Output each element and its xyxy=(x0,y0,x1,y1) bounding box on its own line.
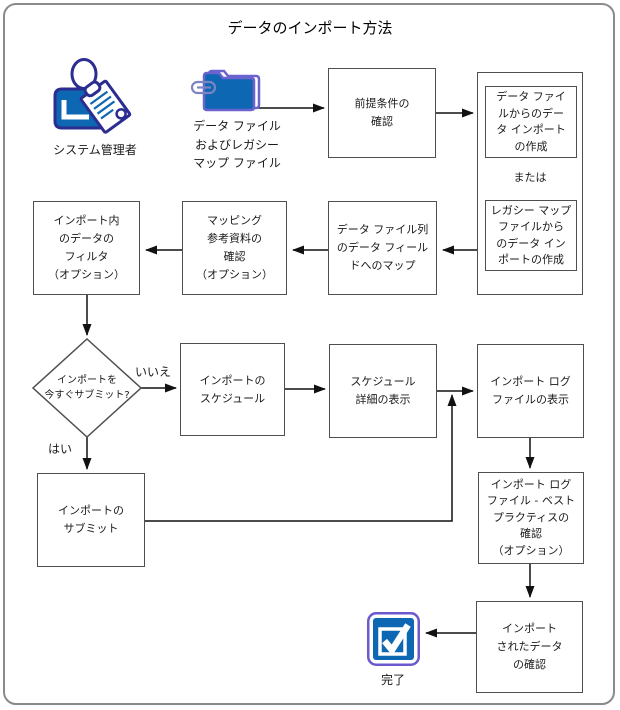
branch-yes-label: はい xyxy=(47,441,72,456)
done-label: 完了 xyxy=(380,672,405,687)
step-create-from-data-file: データ ファイ ルからのデー タ インポート の作成 xyxy=(485,86,577,158)
files-label: データ ファイル およびレガシー マップ ファイル xyxy=(193,119,281,171)
step-submit-import: インポートの サブミット xyxy=(37,473,145,567)
or-label: または xyxy=(513,171,547,184)
diagram-title: データのインポート方法 xyxy=(227,19,393,37)
admin-label: システム管理者 xyxy=(53,142,137,157)
branch-no-label: いいえ xyxy=(134,364,171,379)
folder-paperclip-icon xyxy=(190,69,261,112)
decision-diamond-shape xyxy=(31,337,143,439)
step-prerequisites: 前提条件の 確認 xyxy=(328,68,436,158)
diagram-border xyxy=(3,3,615,705)
step-view-log-file: インポート ログ ファイルの表示 xyxy=(477,344,584,438)
done-checkbox-icon xyxy=(367,612,420,666)
step-review-mapping: マッピング 参考資料の 確認 （オプション） xyxy=(182,201,287,295)
step-verify-imported-data: インポート されたデータ の確認 xyxy=(476,601,583,693)
step-filter-data: インポート内 のデータの フィルタ （オプション） xyxy=(33,201,140,295)
decision-submit-now-label: インポートを 今すぐサブミット? xyxy=(44,375,130,401)
step-create-from-legacy-map: レガシー マップ ファイルから のデータ イン ポートの作成 xyxy=(485,200,577,271)
step-view-schedule-details: スケジュール 詳細の表示 xyxy=(329,344,437,438)
admin-person-icon xyxy=(53,58,132,134)
step-map-columns: データ ファイル列 のデータ フィール ドへのマップ xyxy=(328,201,437,295)
step-schedule-import: インポートの スケジュール xyxy=(180,343,285,436)
step-review-best-practices: インポート ログ ファイル - ベスト プラクティスの 確認 （オプション） xyxy=(478,472,584,564)
connector-submit-to-log xyxy=(145,394,457,522)
